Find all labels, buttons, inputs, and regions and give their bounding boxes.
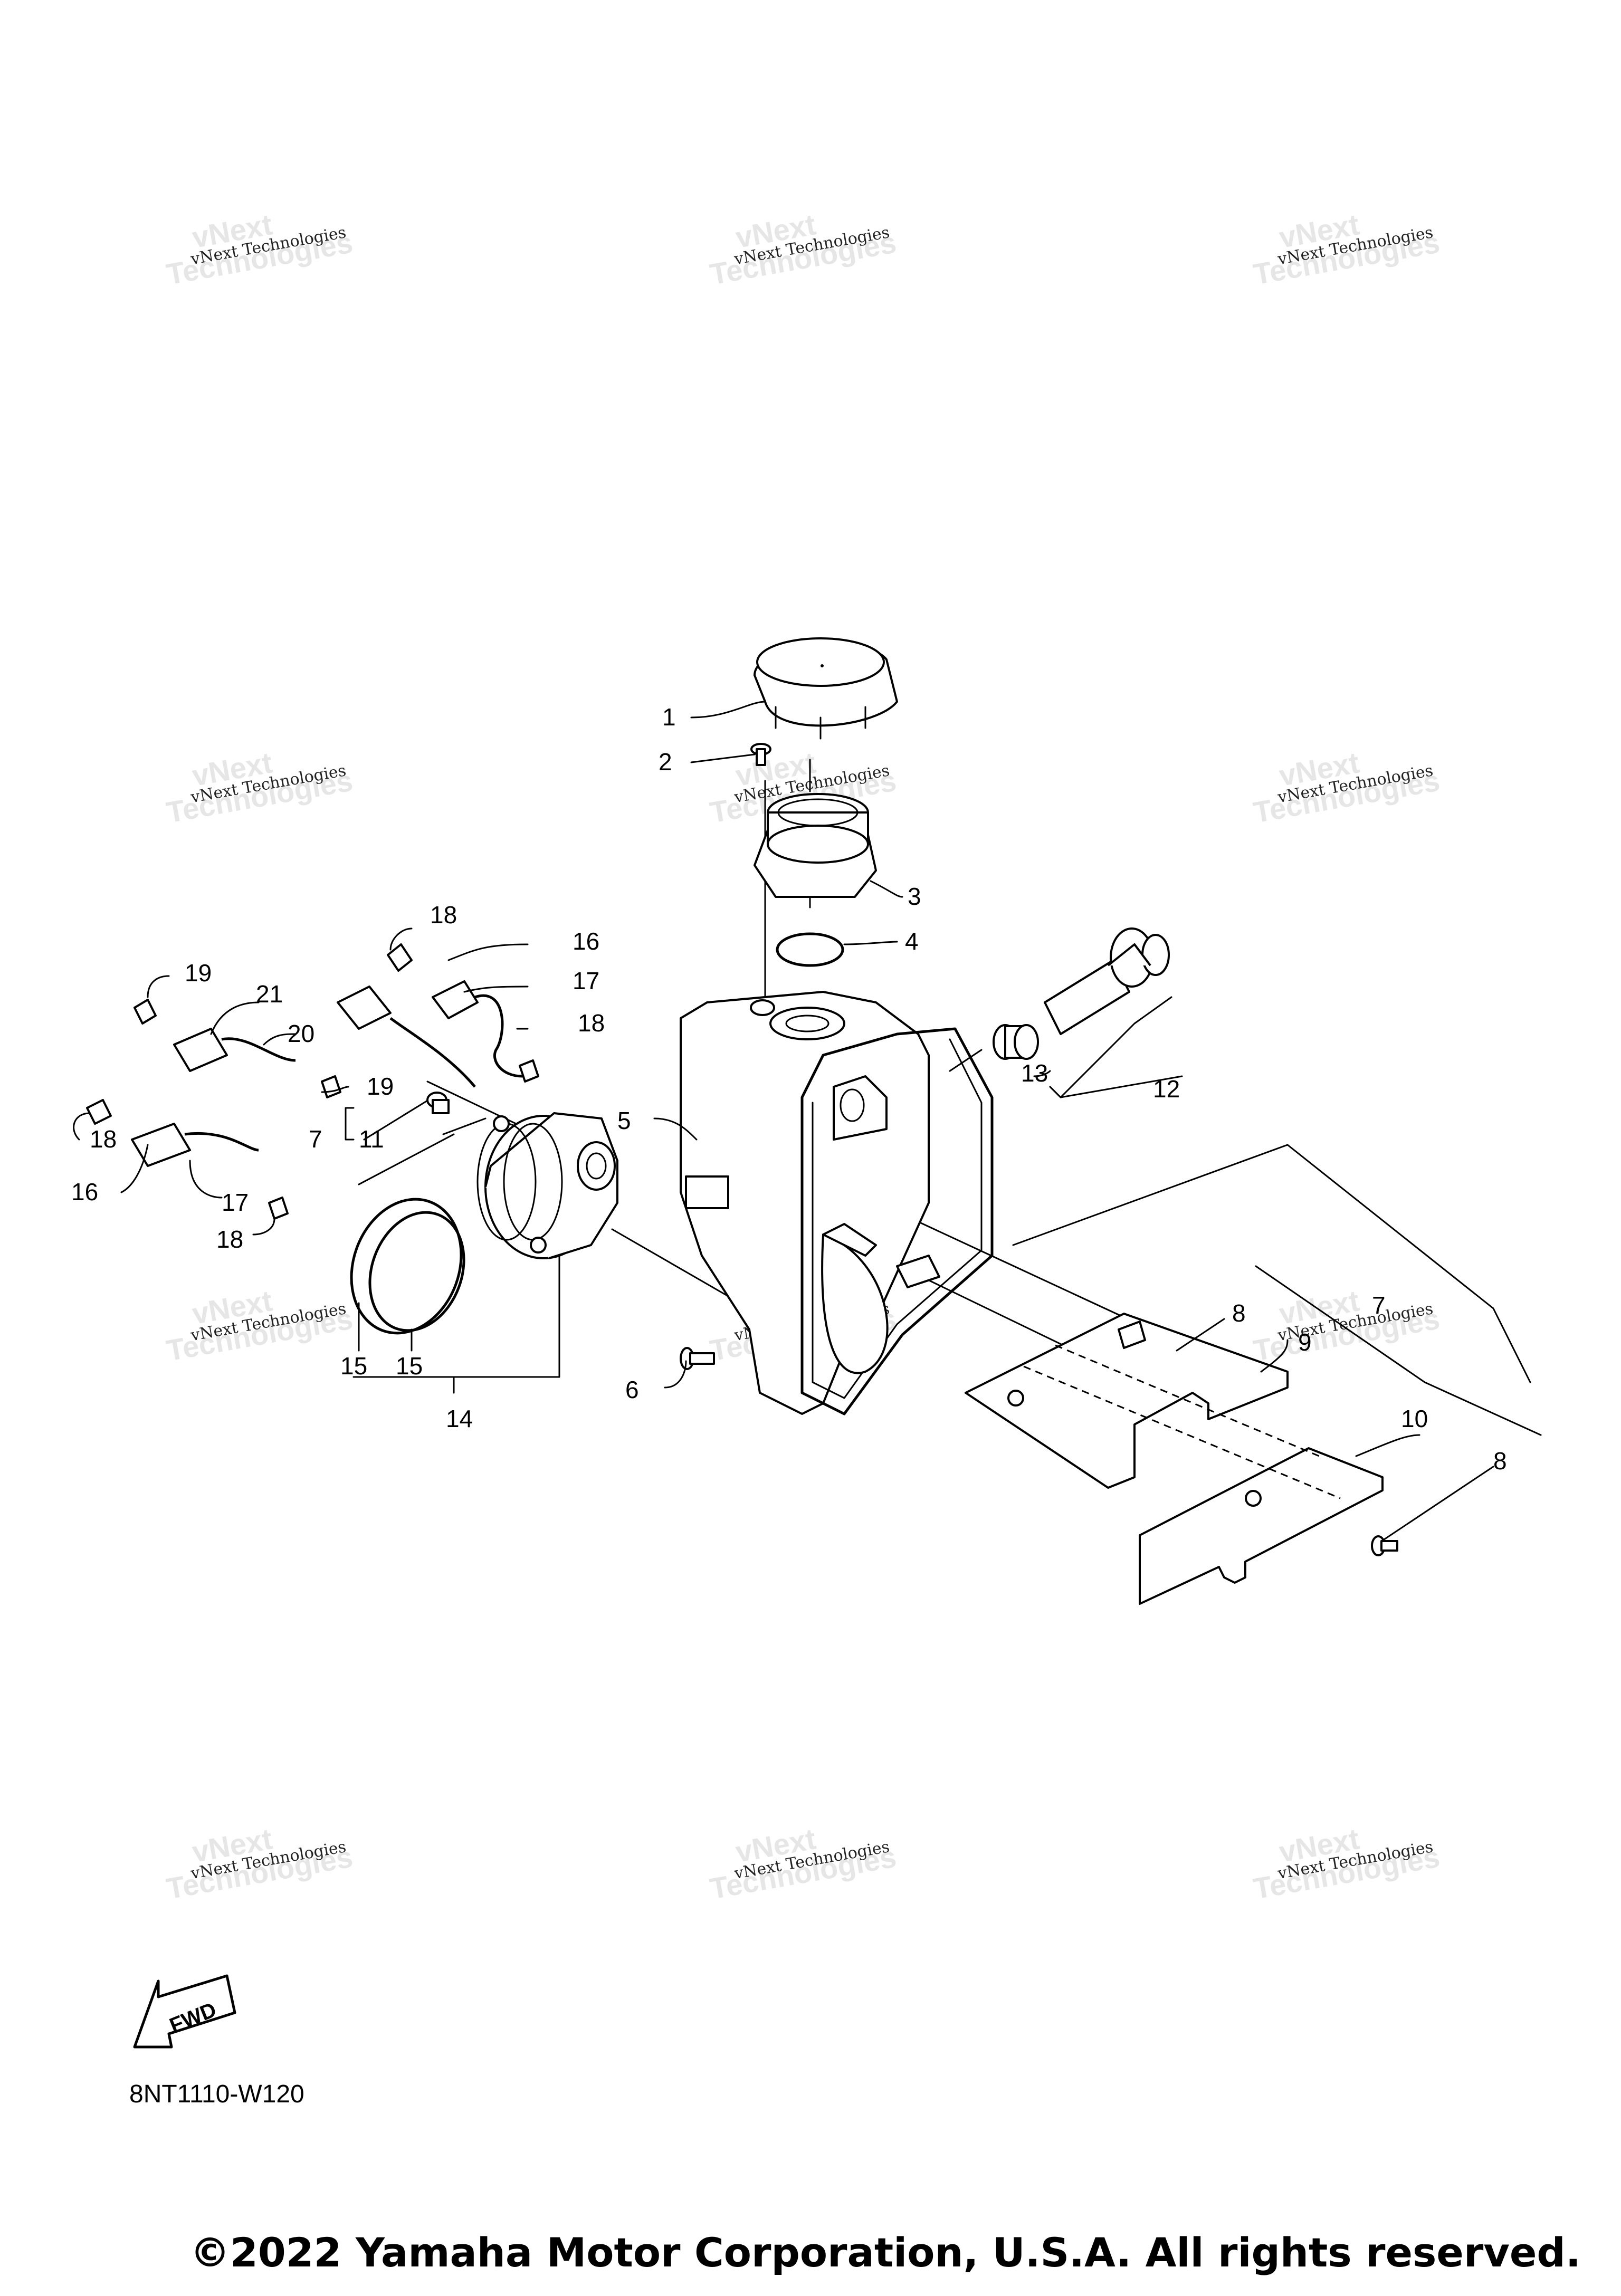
hose[interactable] — [173, 1028, 296, 1072]
dashed-guide — [1055, 1344, 1320, 1457]
callout-8: 8 — [1493, 1447, 1507, 1475]
fuel-tank[interactable] — [680, 991, 994, 1415]
screw[interactable] — [750, 743, 771, 766]
fwd-label: FWD — [166, 1998, 220, 2037]
watermark: Technologies vNext vNext Technologies — [708, 1822, 899, 1905]
callout-11: 11 — [359, 1125, 384, 1153]
watermark: Technologies vNext vNext Technologies — [708, 207, 899, 291]
callout-19: 19 — [185, 959, 212, 987]
leader-lines — [73, 701, 1494, 1542]
fuel-sender[interactable] — [1044, 927, 1170, 1035]
screw[interactable] — [680, 1347, 715, 1370]
watermark: Technologies vNext vNext Technologies — [1251, 207, 1442, 291]
callout-1: 1 — [662, 703, 676, 731]
watermark: Technologies vNext vNext Technologies — [1251, 1284, 1442, 1367]
callout-18: 18 — [90, 1125, 117, 1153]
hose-clamp[interactable] — [387, 943, 413, 972]
callout-10: 10 — [1401, 1405, 1428, 1432]
callout-18: 18 — [216, 1226, 243, 1253]
fuel-cap[interactable] — [754, 637, 898, 740]
callout-15: 15 — [396, 1352, 423, 1380]
watermark: Technologies vNext vNext Technologies — [164, 1822, 355, 1905]
diagram-code: 8NT1110-W120 — [129, 2080, 304, 2108]
callout-7: 7 — [309, 1125, 322, 1153]
hose-clamp[interactable] — [268, 1197, 289, 1220]
hose-clamp[interactable] — [519, 1059, 539, 1083]
plate[interactable] — [965, 1313, 1289, 1489]
o-ring[interactable] — [776, 932, 844, 967]
callout-21: 21 — [256, 980, 283, 1008]
watermark: Technologies vNext vNext Technologies — [164, 1284, 355, 1367]
callout-7: 7 — [1372, 1292, 1386, 1319]
callout-2: 2 — [659, 748, 672, 776]
fuel-pump[interactable] — [476, 1112, 618, 1259]
callout-5: 5 — [617, 1107, 631, 1134]
callout-15: 15 — [340, 1352, 367, 1380]
callout-18: 18 — [578, 1009, 605, 1037]
fwd-arrow-icon: FWD — [133, 1974, 236, 2049]
hose[interactable] — [432, 980, 523, 1078]
callout-19: 19 — [367, 1073, 394, 1100]
watermark: Technologies vNext vNext Technologies — [1251, 1822, 1442, 1905]
callout-3: 3 — [908, 883, 921, 910]
callout-14: 14 — [446, 1405, 473, 1432]
hose[interactable] — [131, 1123, 259, 1167]
watermark: Technologies vNext vNext Technologies — [1251, 745, 1442, 829]
callout-13: 13 — [1021, 1059, 1048, 1087]
hose-clamp[interactable] — [86, 1099, 112, 1125]
callout-17: 17 — [222, 1189, 249, 1216]
callout-12: 12 — [1153, 1075, 1180, 1103]
grommet[interactable] — [993, 1024, 1039, 1060]
watermark: Technologies vNext vNext Technologies — [164, 207, 355, 291]
callout-6: 6 — [625, 1376, 639, 1403]
dashed-guide — [1023, 1365, 1341, 1499]
copyright-notice: ©2022 Yamaha Motor Corporation, U.S.A. A… — [190, 2229, 1581, 2276]
callout-16: 16 — [573, 927, 599, 955]
screw[interactable] — [426, 1092, 450, 1114]
plate[interactable] — [1139, 1447, 1384, 1605]
callout-labels: 1 2 3 4 5 6 7 7 8 8 9 10 11 12 13 14 15 … — [71, 703, 1507, 1475]
hose-clamp[interactable] — [134, 999, 157, 1025]
bolt[interactable] — [1371, 1535, 1398, 1556]
callout-4: 4 — [905, 927, 919, 955]
callout-16: 16 — [71, 1178, 98, 1206]
connector[interactable] — [337, 986, 476, 1088]
callout-17: 17 — [573, 967, 599, 994]
watermark: Technologies vNext vNext Technologies — [164, 745, 355, 829]
callout-20: 20 — [288, 1020, 314, 1047]
hose-clamp[interactable] — [321, 1075, 341, 1098]
filler-neck[interactable] — [754, 793, 877, 898]
callout-9: 9 — [1298, 1328, 1312, 1356]
pump-seal[interactable] — [333, 1184, 480, 1349]
callout-8: 8 — [1232, 1299, 1246, 1327]
callout-18: 18 — [430, 901, 457, 929]
